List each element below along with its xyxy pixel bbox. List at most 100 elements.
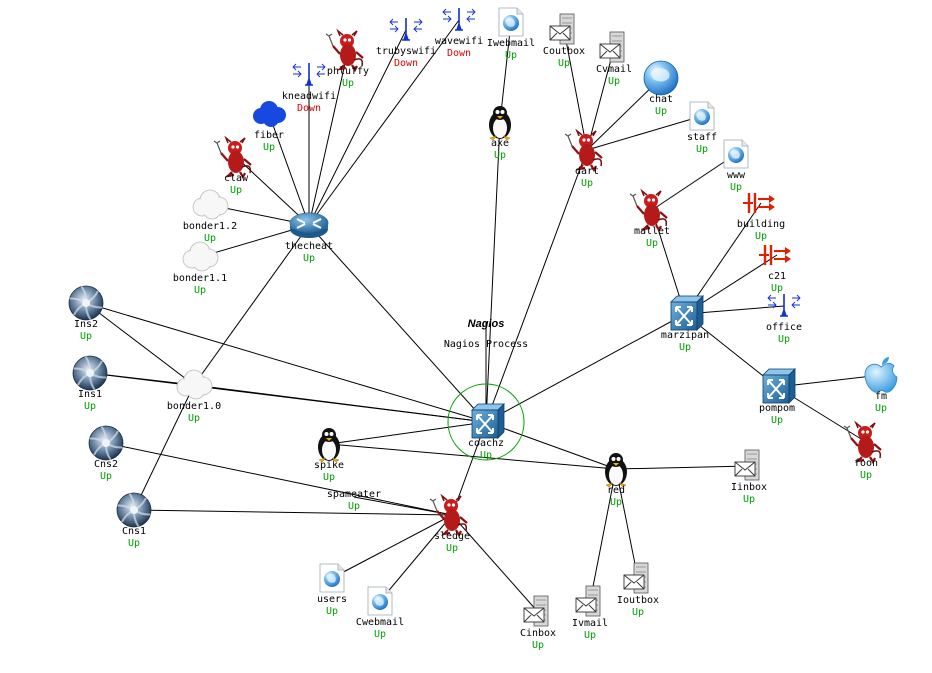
link-dart-cvmail — [586, 47, 615, 151]
link-mallet-www — [651, 153, 737, 211]
link-thecheat-fiber — [268, 113, 310, 226]
node-status: Up — [632, 607, 644, 618]
linux-penguin-icon — [605, 453, 627, 488]
node-label: Ioutbox — [617, 595, 659, 606]
mail-server-icon — [523, 595, 549, 627]
web-page-icon — [723, 139, 749, 169]
link-sledge-cwebmail — [379, 514, 453, 602]
cloud-icon — [192, 189, 229, 220]
node-label: dart — [575, 166, 599, 177]
wifi-antenna-icon — [389, 18, 423, 41]
node-label: coachz — [468, 438, 504, 449]
node-label: spike — [314, 460, 344, 471]
node-bonder10[interactable]: bonder1.0Up — [167, 369, 221, 424]
link-thecheat-bonder10 — [193, 224, 310, 386]
node-label: bonder1.0 — [167, 401, 221, 412]
node-bonder12[interactable]: bonder1.2Up — [183, 189, 237, 244]
blue-cloud-icon — [253, 101, 286, 127]
node-label: spameater — [327, 489, 381, 500]
node-status: Up — [743, 494, 755, 505]
switch-icon — [762, 368, 796, 404]
node-label: bonder1.1 — [173, 273, 227, 284]
node-label: Cinbox — [520, 628, 556, 639]
node-label: thecheat — [285, 241, 333, 252]
node-label: foon — [854, 458, 878, 469]
selection-ring — [447, 383, 525, 461]
node-status: Up — [730, 182, 742, 193]
node-label: Cns2 — [94, 459, 118, 470]
web-page-icon — [319, 563, 345, 593]
node-label: staff — [687, 132, 717, 143]
firewall-icon — [743, 193, 775, 213]
node-label: www — [727, 170, 746, 181]
apple-icon — [864, 357, 898, 393]
node-status: Up — [204, 233, 216, 244]
cloud-icon — [182, 241, 219, 272]
link-thecheat-claw — [235, 156, 310, 226]
mail-server-icon — [549, 13, 575, 45]
node-status: Up — [696, 144, 708, 155]
bsd-daemon-icon — [429, 493, 468, 538]
node-label: Coutbox — [543, 46, 585, 57]
bsd-daemon-icon — [843, 420, 882, 465]
link-coachz-ins2 — [85, 302, 487, 423]
node-status: Up — [860, 470, 872, 481]
switch-icon — [471, 403, 505, 439]
node-label: Iwebmail — [487, 38, 535, 49]
node-status: Up — [230, 185, 242, 196]
node-status: Up — [84, 401, 96, 412]
node-label: users — [317, 594, 347, 605]
bsd-daemon-icon — [629, 188, 668, 233]
link-thecheat-trubyswifi — [308, 29, 407, 226]
mail-server-icon — [623, 562, 649, 594]
link-red-ivmail — [589, 468, 617, 603]
node-bonder11[interactable]: bonder1.1Up — [173, 241, 227, 296]
node-label: Cwebmail — [356, 617, 404, 628]
link-coachz-thecheat — [308, 224, 487, 423]
wifi-antenna-icon — [292, 63, 326, 86]
node-label: office — [766, 322, 802, 333]
router-icon — [289, 212, 329, 238]
